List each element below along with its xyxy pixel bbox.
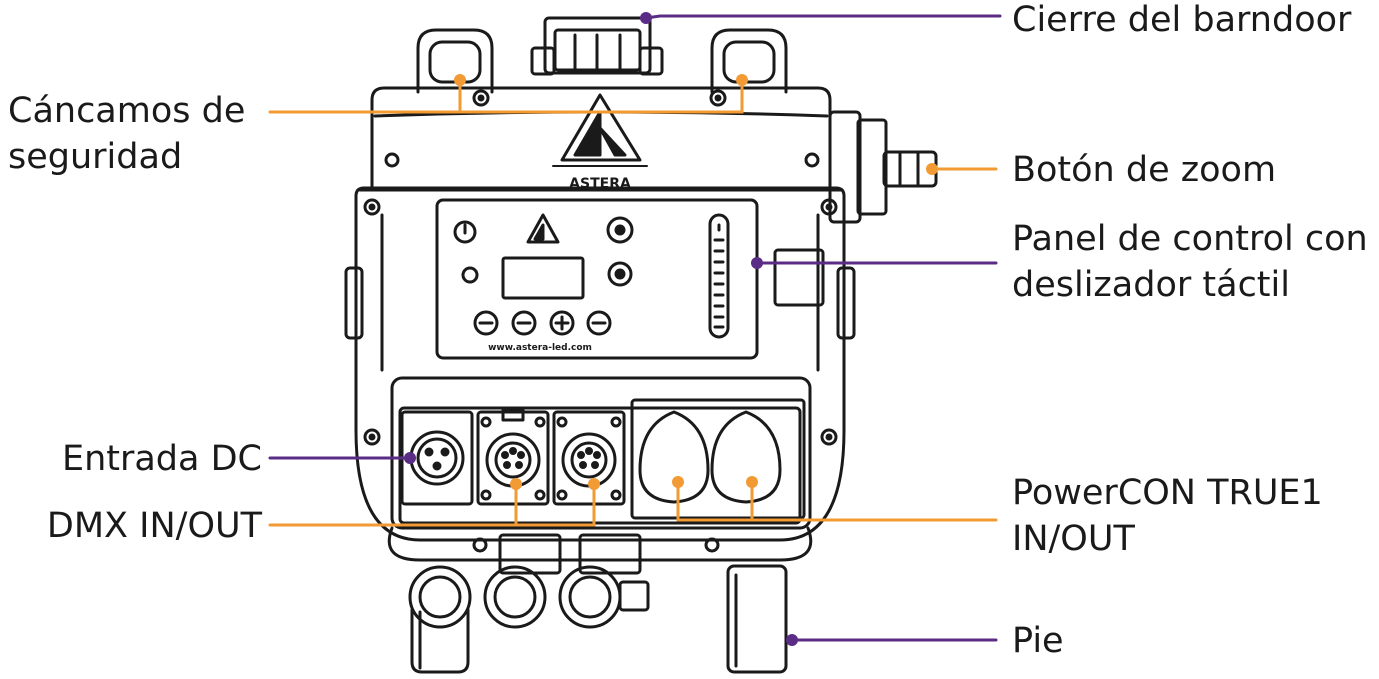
- cable-glands: [408, 565, 650, 629]
- label-dc-input: Entrada DC: [61, 439, 262, 479]
- connector-panel: [390, 376, 812, 530]
- leader-dmx: [268, 482, 596, 527]
- main-body: [344, 186, 856, 542]
- dot-powercon-in: [672, 476, 684, 488]
- top-housing: [358, 86, 844, 192]
- control-panel: [435, 198, 759, 360]
- safety-eye-right: [710, 28, 788, 94]
- dot-dc-input: [404, 452, 416, 464]
- label-powercon: PowerCON TRUE1 IN/OUT: [1012, 473, 1323, 559]
- dot-dmx-in: [510, 478, 522, 490]
- dot-foot: [786, 634, 798, 646]
- foot-left: [410, 608, 470, 674]
- barndoor-lock: [530, 16, 664, 76]
- zoom-knob: [828, 110, 938, 224]
- label-barndoor-lock: Cierre del barndoor: [1012, 0, 1352, 40]
- dot-safety-eye-right: [736, 74, 748, 86]
- dot-dmx-out: [588, 478, 600, 490]
- leader-barndoor: [644, 14, 1002, 20]
- label-zoom-button: Botón de zoom: [1012, 150, 1277, 190]
- dot-barndoor: [640, 12, 652, 24]
- label-control-panel: Panel de control con deslizador táctil: [1012, 219, 1368, 305]
- website-text: www.astera-led.com: [488, 343, 592, 353]
- dot-safety-eye-left: [454, 74, 466, 86]
- label-safety-eyes: Cáncamos de seguridad: [8, 91, 246, 177]
- dot-powercon-out: [746, 476, 758, 488]
- logo-text: ASTERA: [569, 176, 631, 192]
- dot-zoom: [926, 163, 938, 175]
- dot-control-panel: [751, 257, 763, 269]
- leader-powercon: [676, 480, 998, 522]
- lower-housing: [387, 526, 813, 575]
- leader-safety-eyes: [268, 78, 744, 114]
- label-dmx: DMX IN/OUT: [46, 506, 262, 546]
- label-foot: Pie: [1012, 621, 1064, 661]
- foot-right: [726, 564, 788, 674]
